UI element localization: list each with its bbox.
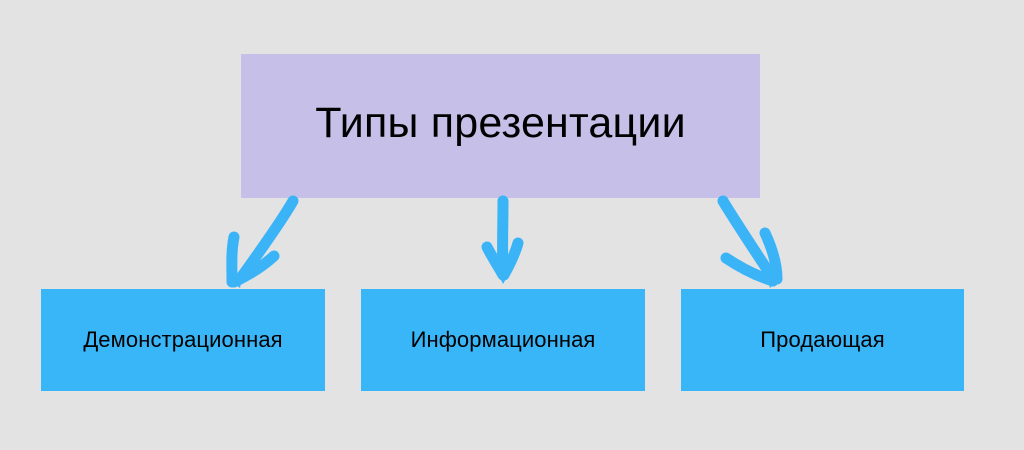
child-node-demonstracionnaya[interactable]: Демонстрационная (41, 289, 325, 391)
child-node-prodayushchaya[interactable]: Продающая (681, 289, 964, 391)
arrow-root-to-demonstracionnaya (226, 195, 299, 288)
arrow-root-to-informacionnaya (481, 195, 524, 284)
child-node-label: Демонстрационная (83, 327, 283, 353)
arrow-root-to-prodayushchaya (717, 195, 783, 288)
root-node-presentation-types[interactable]: Типы презентации (241, 54, 760, 198)
root-node-label: Типы презентации (315, 99, 686, 148)
child-node-label: Продающая (760, 327, 885, 353)
child-node-informacionnaya[interactable]: Информационная (361, 289, 645, 391)
child-node-label: Информационная (410, 327, 596, 353)
